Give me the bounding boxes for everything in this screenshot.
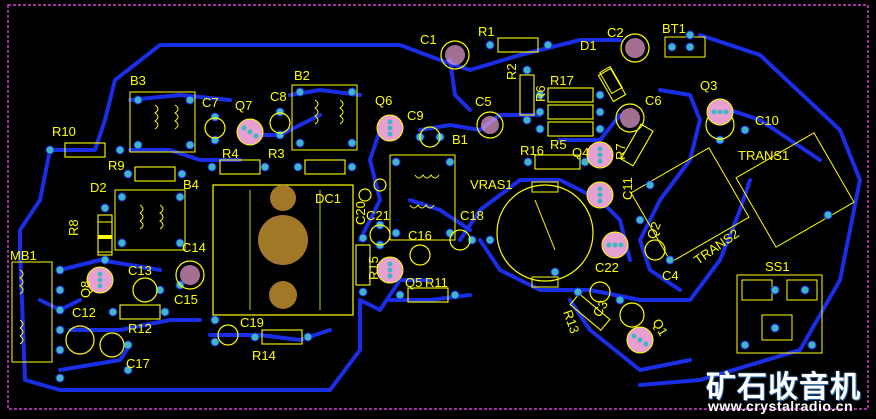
label-d1: D1 (580, 38, 597, 53)
label-q2: Q2 (644, 220, 664, 241)
label-c6: C6 (645, 93, 662, 108)
capacitors (65, 33, 735, 358)
label-r12: R12 (128, 321, 152, 336)
label-c4: C4 (662, 268, 679, 283)
ss1-outline (736, 274, 823, 354)
label-b3: B3 (130, 73, 146, 88)
dc1-pad (258, 215, 308, 265)
label-q4: Q4 (572, 145, 589, 160)
label-q1: Q1 (649, 316, 671, 339)
label-r4: R4 (222, 146, 239, 161)
label-q5: Q5 (405, 275, 422, 290)
label-q8: Q8 (78, 281, 93, 298)
b1-outline (389, 154, 456, 241)
label-c3: C3 (590, 298, 611, 320)
copper-traces (18, 33, 862, 392)
label-r14: R14 (252, 348, 276, 363)
vras1-outline (496, 184, 594, 282)
label-b4: B4 (183, 177, 199, 192)
label-dc1: DC1 (315, 191, 341, 206)
watermark-url: www.crystalradio.cn (708, 398, 854, 414)
label-r5: R5 (550, 137, 567, 152)
label-c22: C22 (595, 260, 619, 275)
label-c13: C13 (128, 263, 152, 278)
bt1-outline (664, 36, 706, 58)
cap-markings (180, 38, 645, 285)
label-c14: C14 (182, 240, 206, 255)
label-c12: C12 (72, 305, 96, 320)
label-r10: R10 (52, 124, 76, 139)
label-c21: C21 (366, 208, 390, 223)
label-c11: C11 (620, 177, 635, 200)
label-bt1: BT1 (662, 21, 686, 36)
label-r9: R9 (108, 158, 125, 173)
label-c7: C7 (202, 95, 219, 110)
trans1-outline (735, 132, 855, 248)
label-c10: C10 (755, 113, 779, 128)
label-r1: R1 (478, 24, 495, 39)
mb1-outline (11, 261, 53, 363)
label-r17: R17 (550, 73, 574, 88)
label-trans1: TRANS1 (738, 148, 789, 163)
label-c1: C1 (420, 32, 437, 47)
label-b2: B2 (294, 68, 310, 83)
label-q7: Q7 (235, 98, 252, 113)
label-r8: R8 (66, 219, 81, 236)
label-c18: C18 (460, 208, 484, 223)
transistors (86, 98, 734, 354)
label-b1: B1 (452, 132, 468, 147)
label-c16: C16 (408, 228, 432, 243)
reference-designators: C1 R1 C2 D1 BT1 R2 R17 R6 C6 Q3 C10 TRAN… (10, 21, 790, 371)
dc1-pad (269, 281, 297, 309)
trans2-outline (630, 147, 750, 263)
label-c9: C9 (407, 108, 424, 123)
label-c20: C20 (353, 201, 368, 225)
label-vras1: VRAS1 (470, 177, 513, 192)
label-d2: D2 (90, 180, 107, 195)
label-c15: C15 (174, 292, 198, 307)
label-r3: R3 (268, 146, 285, 161)
label-q3: Q3 (700, 78, 717, 93)
label-r11: R11 (425, 275, 448, 290)
label-c5: C5 (475, 94, 492, 109)
board-outline (7, 4, 869, 410)
transistor-pins (97, 109, 729, 347)
label-r6: R6 (533, 85, 548, 102)
label-c19: C19 (240, 315, 264, 330)
b4-outline (114, 189, 186, 251)
label-r15: R15 (366, 256, 381, 280)
watermark-site-name: 矿石收音机 (706, 370, 861, 405)
label-mb1: MB1 (10, 248, 37, 263)
label-c8: C8 (270, 89, 287, 104)
dc1-pad (270, 185, 296, 211)
label-r2: R2 (504, 63, 519, 80)
b2-outline (291, 84, 358, 151)
label-c17: C17 (126, 356, 150, 371)
label-c2: C2 (607, 25, 624, 40)
b3-outline (129, 91, 196, 153)
label-ss1: SS1 (765, 259, 790, 274)
label-r7: R7 (613, 143, 628, 160)
label-q6: Q6 (375, 93, 392, 108)
d1-outline (599, 65, 623, 95)
label-r16: R16 (520, 143, 544, 158)
